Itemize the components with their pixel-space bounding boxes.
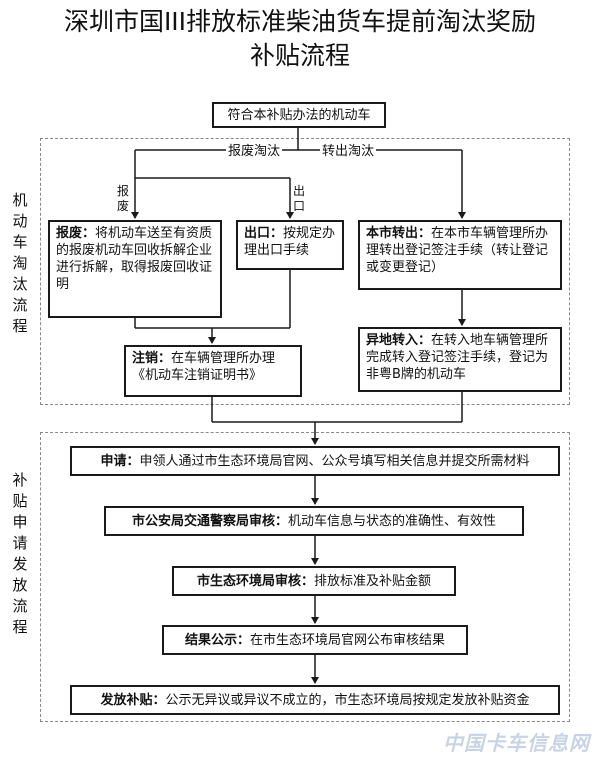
page-title-line2: 补贴流程 (249, 41, 350, 70)
branch-label-scrap: 报废淘汰 (226, 144, 283, 159)
section-label-subsidy: 补 贴 申 请 发 放 流 程 (12, 471, 28, 636)
section-label-elimination: 机 动 车 淘 汰 流 程 (12, 191, 28, 335)
site-watermark: 中国卡车信息网 (443, 731, 590, 755)
cancel-registration-box: 注销：在车辆管理所办理《机动车注销证明书》 (124, 345, 302, 397)
branch-label-export-small: 出 口 (292, 184, 305, 213)
apply-box: 申请：申领人通过市生态环境局官网、公众号填写相关信息并提交所需材料 (70, 446, 560, 476)
police-review-box: 市公安局交通警察局审核：机动车信息与状态的准确性、有效性 (104, 506, 524, 536)
export-box: 出口：按规定办理出口手续 (236, 220, 344, 270)
transfer-in-box: 异地转入：在转入地车辆管理所完成转入登记签注手续，登记为非粤B牌的机动车 (358, 327, 562, 392)
page-title: 深圳市国III排放标准柴油货车提前淘汰奖励 (63, 7, 537, 36)
elimination-section-frame (40, 138, 570, 405)
eligible-vehicle-box: 符合本补贴办法的机动车 (212, 102, 386, 128)
branch-label-scrap-small: 报 废 (116, 184, 129, 213)
subsidy-section-frame (40, 432, 570, 722)
scrap-box: 报废：将机动车送至有资质的报废机动车回收拆解企业进行拆解，取得报废回收证明 (48, 220, 222, 318)
local-transfer-out-box: 本市转出：在本市车辆管理所办理转出登记签注手续（转让登记或变更登记） (358, 220, 562, 290)
result-publish-box: 结果公示：在市生态环境局官网公布审核结果 (162, 625, 468, 655)
env-review-box: 市生态环境局审核：排放标准及补贴金额 (172, 566, 456, 596)
branch-label-transfer: 转出淘汰 (320, 144, 377, 159)
subsidy-payment-box: 发放补贴：公示无异议或异议不成立的，市生态环境局按规定发放补贴资金 (70, 685, 560, 715)
